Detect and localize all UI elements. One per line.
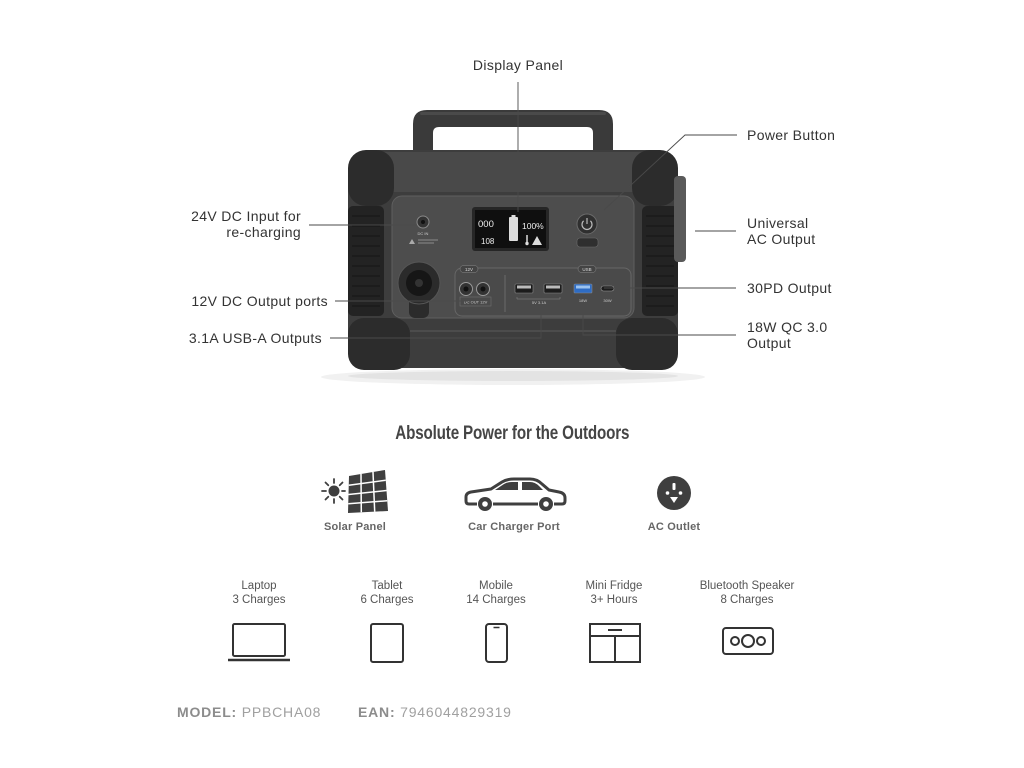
callout-line-power-button (603, 134, 737, 211)
device-label-speaker: Bluetooth Speaker 8 Charges (667, 580, 827, 607)
mini-fridge-icon (589, 623, 641, 663)
label-usb: USB (582, 267, 591, 272)
bumper-bottom-left (348, 318, 410, 370)
pd-label: 30W (603, 298, 611, 303)
source-label-car: Car Charger Port (468, 521, 560, 533)
display-screen: 000 100% 108 (472, 207, 549, 251)
model-info: MODEL: PPBCHA08 (177, 704, 321, 720)
ean-value: 7946044829319 (400, 704, 512, 720)
bumper-bottom-right (616, 318, 678, 370)
callout-qc-output-line-2: Output (747, 335, 792, 351)
laptop-icon (228, 623, 290, 662)
callout-ac-output-line-1: Universal (747, 215, 809, 231)
callout-dc-output: 12V DC Output ports (191, 293, 328, 309)
usb-c-port: 30W (600, 285, 615, 303)
callout-display-panel: Display Panel (472, 57, 564, 73)
thermometer-icon (525, 235, 529, 246)
callout-ac-output: Universal AC Output (747, 215, 816, 247)
model-value: PPBCHA08 (241, 704, 322, 720)
callout-line-qc-output (582, 312, 736, 336)
device-charges: 6 Charges (360, 593, 414, 606)
callout-dc-input: 24V DC Input for re-charging (191, 208, 301, 240)
callout-line-usb-a (330, 313, 542, 339)
display-toggle-button (576, 237, 599, 248)
dc-output-ports: DC OUT 12V (459, 282, 492, 307)
car-icon (464, 477, 567, 511)
screen-battery-percent: 100% (522, 221, 544, 231)
solar-panel-icon (321, 470, 388, 513)
dc-output-label: DC OUT 12V (464, 299, 488, 304)
device-label-tablet: Tablet 6 Charges (307, 580, 467, 607)
bottom-ledge (410, 330, 616, 332)
device-charges: 3 Charges (232, 593, 286, 606)
tablet-icon (370, 623, 404, 663)
device-label-mobile: Mobile 14 Charges (416, 580, 576, 607)
port-cluster-panel (454, 267, 632, 317)
device-charges: 3+ Hours (590, 593, 638, 606)
qc-label: 18W (579, 298, 587, 303)
bluetooth-speaker-icon (722, 627, 774, 655)
power-button (576, 213, 598, 235)
callout-usb-a: 3.1A USB-A Outputs (188, 330, 322, 346)
qc-usb-port: 18W (573, 283, 593, 303)
device-charges: 8 Charges (720, 593, 774, 606)
callout-dc-input-line-2: re-charging (226, 224, 301, 240)
side-ac-outlet (674, 176, 686, 262)
device-name: Bluetooth Speaker (699, 580, 795, 592)
headline-text: Absolute Power for the Outdoors (394, 423, 630, 444)
carry-handle (413, 110, 613, 165)
screen-power-reading: 000 (478, 219, 494, 230)
warning-icon (532, 236, 542, 245)
power-icon (581, 220, 593, 230)
usb-a-label: 5V 3.1A (532, 300, 547, 305)
device-label-laptop: Laptop 3 Charges (179, 580, 339, 607)
device-name: Laptop (241, 580, 277, 592)
handle-highlight (420, 112, 606, 115)
ground-shadow-core (348, 371, 678, 381)
callout-pd-output: 30PD Output (747, 280, 832, 296)
callout-power-button: Power Button (747, 127, 836, 143)
mobile-phone-icon (485, 623, 508, 663)
callout-qc-output-line-1: 18W QC 3.0 (747, 319, 828, 335)
source-label-solar: Solar Panel (323, 521, 387, 533)
grip-pad-left (348, 206, 384, 316)
ean-label: EAN: (358, 704, 396, 720)
usb-a-ports: 5V 3.1A (514, 283, 563, 305)
device-charges: 14 Charges (466, 593, 526, 606)
device-top-face (376, 152, 650, 192)
callout-lines (309, 82, 737, 339)
caution-icon (409, 239, 415, 244)
callout-dc-input-line-1: 24V DC Input for (191, 208, 301, 224)
bumper-top-left (348, 150, 394, 206)
label-12v: 12V (465, 267, 473, 272)
device-name: Mobile (479, 580, 513, 592)
callout-qc-output: 18W QC 3.0 Output (747, 319, 828, 351)
power-station: 000 100% 108 DC IN (348, 110, 686, 370)
dc-input-label: DC IN (418, 231, 429, 236)
source-label-ac: AC Outlet (647, 521, 701, 533)
grip-pad-right (642, 206, 678, 316)
ac-outlet-icon (657, 476, 691, 510)
ean-info: EAN: 7946044829319 (358, 704, 512, 720)
model-label: MODEL: (177, 704, 238, 720)
screen-battery-icon (509, 217, 518, 241)
car-socket-12v (397, 261, 441, 318)
device-name: Tablet (371, 580, 403, 592)
screen-secondary-reading: 108 (481, 237, 495, 246)
dc-input-port: DC IN (409, 215, 438, 244)
device-name: Mini Fridge (585, 580, 643, 592)
label-pill-12v: 12V (459, 265, 479, 273)
callout-ac-output-line-2: AC Output (747, 231, 816, 247)
label-pill-usb: USB (577, 265, 597, 273)
bumper-top-right (632, 150, 678, 206)
device-label-mini-fridge: Mini Fridge 3+ Hours (534, 580, 694, 607)
headline: Absolute Power for the Outdoors (0, 423, 1024, 445)
